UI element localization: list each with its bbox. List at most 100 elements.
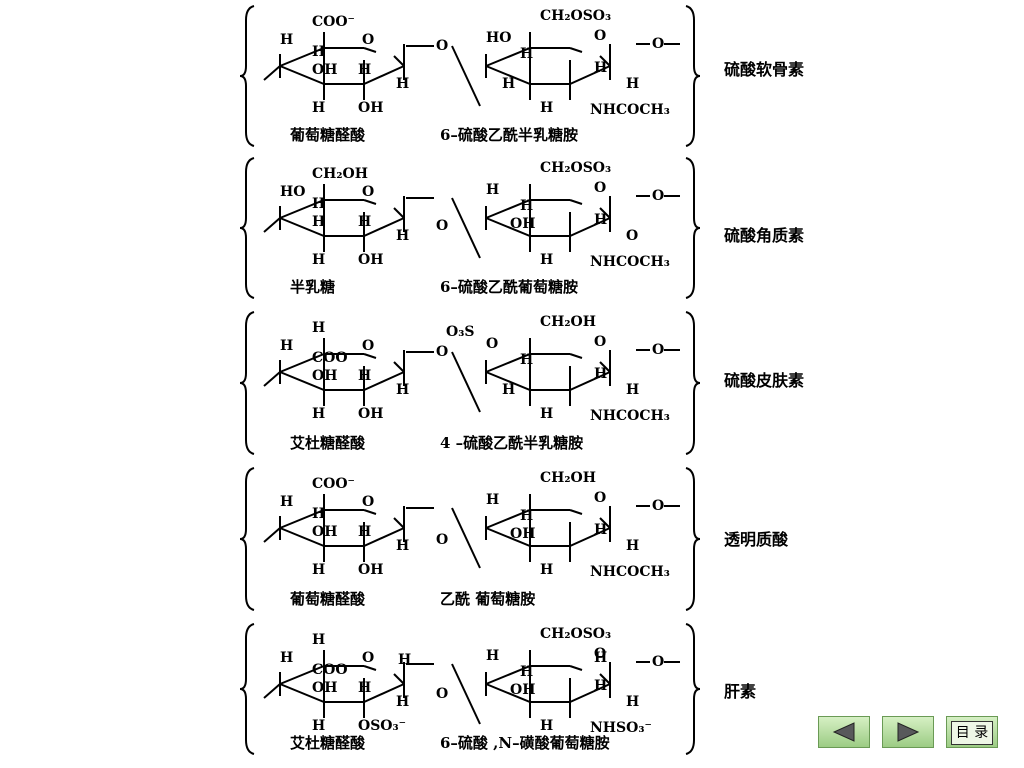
left-ring-substituent: H: [396, 382, 409, 398]
left-ring-substituent: OH: [312, 524, 337, 540]
left-ring-substituent: OH: [312, 368, 337, 384]
right-ring-top: CH₂OSO₃: [540, 8, 611, 24]
ring-oxygen: O: [594, 28, 606, 44]
left-ring-substituent: H: [396, 76, 409, 92]
terminal-oxygen: O: [652, 654, 664, 670]
right-brace: [685, 157, 701, 299]
left-brace: [240, 467, 255, 611]
left-ring-substituent: OH: [358, 406, 383, 422]
right-ring-substituent: O: [626, 228, 638, 244]
left-ring-substituent: OH: [312, 62, 337, 78]
right-ring-substituent: NHCOCH₃: [590, 564, 670, 580]
glycosidic-oxygen: O: [436, 38, 448, 54]
ring-oxygen: O: [594, 180, 606, 196]
right-ring-substituent: H: [540, 252, 553, 268]
left-ring-substituent: H: [358, 62, 371, 78]
right-sugar-caption: 4 –硫酸乙酰半乳糖胺: [440, 434, 583, 452]
right-ring-substituent: H: [626, 76, 639, 92]
right-ring-substituent: H: [502, 382, 515, 398]
toc-label: 目 录: [951, 721, 993, 745]
right-ring-substituent: OH: [510, 216, 535, 232]
left-sugar-caption: 艾杜糖醛酸: [290, 434, 366, 452]
left-ring-substituent: H: [312, 100, 325, 116]
left-ring-substituent: H: [358, 368, 371, 384]
left-ring-substituent: OH: [358, 562, 383, 578]
left-sugar-caption: 艾杜糖醛酸: [290, 734, 366, 752]
right-brace: [685, 623, 701, 755]
right-ring-substituent: H: [594, 212, 607, 228]
ring-oxygen: O: [594, 334, 606, 350]
right-ring-substituent: H: [502, 76, 515, 92]
right-ring-top: CH₂OSO₃: [540, 626, 611, 642]
ring-oxygen: O: [362, 338, 374, 354]
left-ring-substituent: OSO₃⁻: [358, 718, 406, 734]
left-brace: [240, 311, 255, 455]
right-ring-substituent: HO: [486, 30, 511, 46]
right-ring-substituent: H: [540, 562, 553, 578]
left-ring-top: H: [312, 632, 325, 648]
left-ring-substituent: OH: [312, 680, 337, 696]
right-ring-substituent: H: [520, 664, 533, 680]
right-sugar-caption: 6–硫酸 ,N–磺酸葡萄糖胺: [440, 734, 610, 752]
terminal-oxygen: O: [652, 498, 664, 514]
left-ring-substituent: H: [358, 214, 371, 230]
left-ring-substituent: H: [396, 228, 409, 244]
left-ring-substituent: H: [312, 44, 325, 60]
left-brace: [240, 157, 255, 299]
right-ring-substituent: H: [626, 382, 639, 398]
left-ring-top: COO⁻: [312, 14, 355, 30]
right-triangle-icon: [897, 722, 920, 742]
right-ring-substituent: H: [486, 648, 499, 664]
right-brace: [685, 467, 701, 611]
left-ring-substituent: OH: [358, 252, 383, 268]
right-ring-substituent: NHSO₃⁻: [590, 720, 652, 736]
left-ring-substituent: H: [398, 652, 411, 668]
right-ring-sulfate: O₃S: [446, 324, 474, 340]
left-ring-substituent: H: [280, 494, 293, 510]
terminal-oxygen: O: [652, 188, 664, 204]
next-button[interactable]: [882, 716, 934, 748]
right-brace: [685, 311, 701, 455]
left-ring-substituent: H: [312, 406, 325, 422]
right-ring-substituent: NHCOCH₃: [590, 254, 670, 270]
right-ring-substituent: OH: [510, 526, 535, 542]
right-ring-substituent: NHCOCH₃: [590, 408, 670, 424]
left-ring-substituent: H: [358, 524, 371, 540]
glycosidic-oxygen: O: [436, 532, 448, 548]
label-heparin: 肝素: [724, 682, 757, 701]
table-of-contents-button[interactable]: 目 录: [946, 716, 998, 748]
right-sugar-caption: 6–硫酸乙酰半乳糖胺: [440, 126, 578, 144]
left-ring-substituent: H: [312, 214, 325, 230]
prev-button[interactable]: [818, 716, 870, 748]
left-ring-substituent: H: [312, 196, 325, 212]
right-ring-substituent: H: [594, 678, 607, 694]
left-ring-substituent: H: [312, 718, 325, 734]
left-ring-substituent: H: [312, 562, 325, 578]
label-chondroitin-sulfate: 硫酸软骨素: [724, 60, 805, 79]
right-ring-substituent: O: [486, 336, 498, 352]
left-sugar-caption: 葡萄糖醛酸: [289, 590, 366, 608]
right-ring-substituent: H: [520, 508, 533, 524]
ring-oxygen: O: [362, 184, 374, 200]
ring-oxygen: O: [594, 646, 606, 662]
right-sugar-caption: 6–硫酸乙酰葡萄糖胺: [440, 278, 578, 296]
terminal-oxygen: O: [652, 36, 664, 52]
left-ring-substituent: COO⁻: [312, 350, 355, 366]
left-ring-substituent: HO: [280, 184, 305, 200]
right-brace: [685, 5, 701, 147]
label-keratan-sulfate: 硫酸角质素: [724, 226, 805, 245]
ring-oxygen: O: [594, 490, 606, 506]
right-ring-substituent: H: [540, 718, 553, 734]
left-brace: [240, 623, 255, 755]
right-ring-substituent: H: [486, 182, 499, 198]
terminal-oxygen: O: [652, 342, 664, 358]
ring-oxygen: O: [362, 650, 374, 666]
right-ring-substituent: H: [540, 100, 553, 116]
left-ring-substituent: COO⁻: [312, 662, 355, 678]
left-ring-substituent: H: [280, 650, 293, 666]
right-ring-substituent: H: [520, 352, 533, 368]
right-ring-substituent: NHCOCH₃: [590, 102, 670, 118]
label-dermatan-sulfate: 硫酸皮肤素: [724, 371, 805, 390]
